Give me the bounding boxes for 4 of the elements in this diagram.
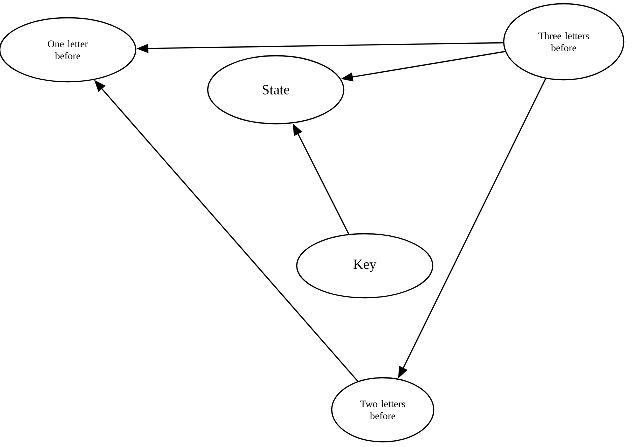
ellipse-node: State	[207, 55, 345, 125]
ellipse-node: Key	[296, 233, 434, 299]
ellipse-node: Two letters before	[331, 377, 435, 443]
ellipse-node: Three letters before	[503, 3, 625, 81]
